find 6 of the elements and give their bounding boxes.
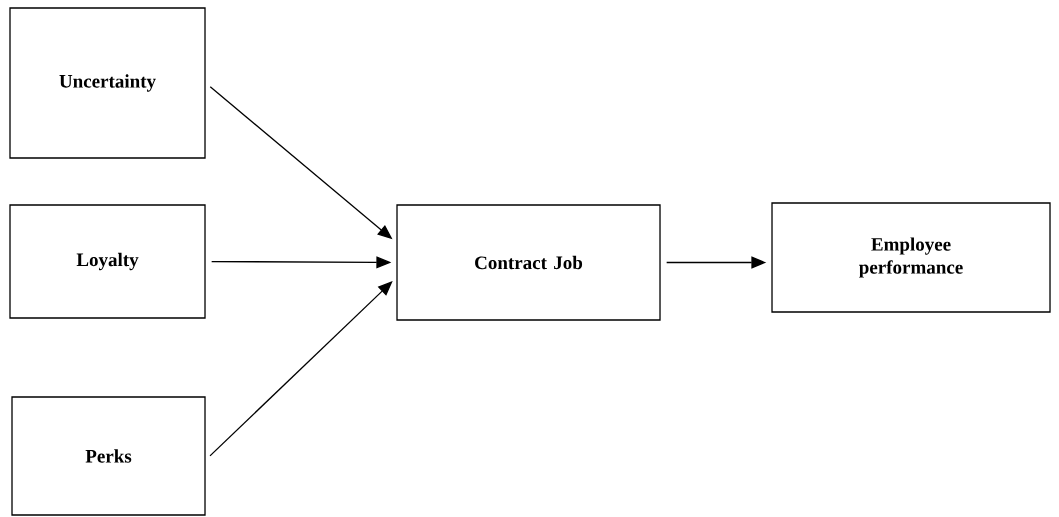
box: Contract Job (396, 204, 661, 321)
box: Loyalty (9, 204, 206, 319)
box: Employee performance (771, 202, 1051, 313)
arrow (209, 281, 393, 457)
box: Perks (11, 396, 206, 516)
box: Uncertainty (9, 7, 206, 159)
